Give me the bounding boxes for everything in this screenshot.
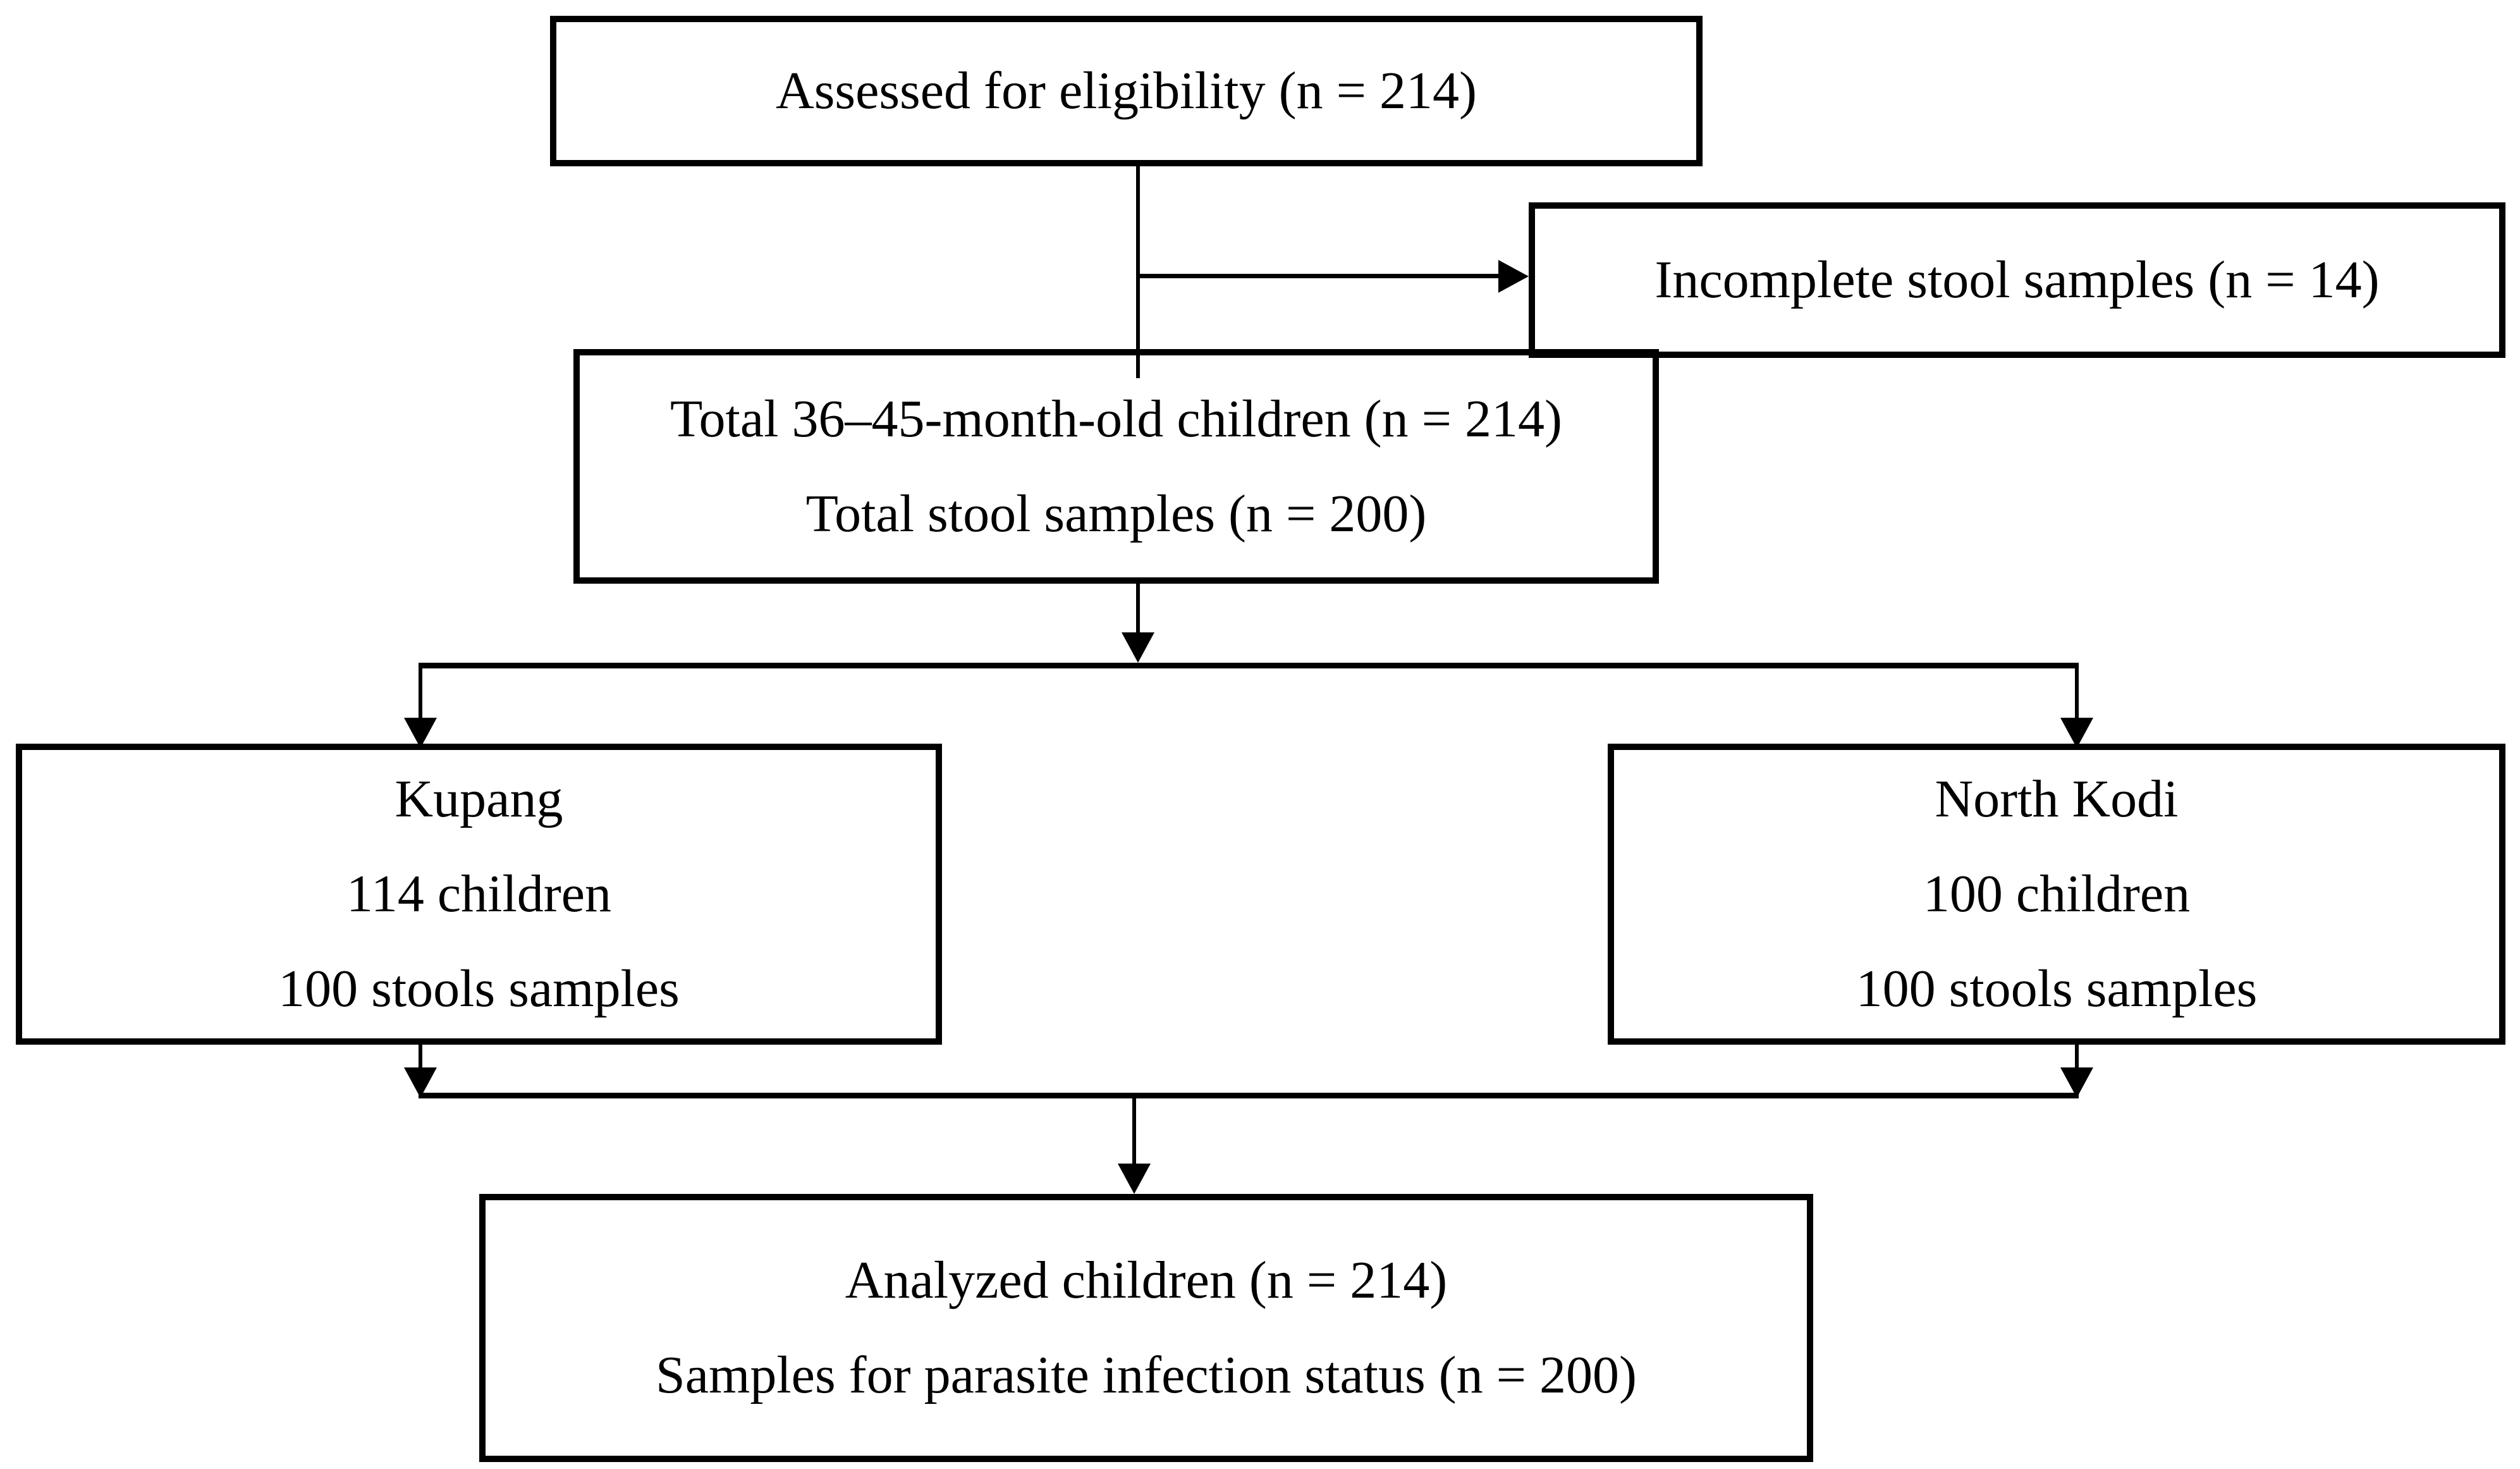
arrowhead-to-kupang [404, 718, 437, 748]
box-assessed-for-eligibility: Assessed for eligibility (n = 214) [550, 16, 1703, 166]
box-kupang-group: Kupang 114 children 100 stools samples [16, 744, 942, 1045]
box-incomplete-stool-samples: Incomplete stool samples (n = 14) [1529, 202, 2505, 358]
north-kodi-title: North Kodi [1935, 770, 2179, 828]
connector-northkodi-to-merge [2075, 1045, 2079, 1070]
kupang-stool-count: 100 stools samples [278, 959, 680, 1018]
analyzed-samples-text: Samples for parasite infection status (n… [656, 1346, 1637, 1404]
box-total-children-and-samples: Total 36–45-month-old children (n = 214)… [573, 349, 1659, 584]
connector-branch-to-northkodi [2075, 668, 2079, 719]
box-analyzed-children: Analyzed children (n = 214) Samples for … [479, 1194, 1813, 1462]
total-children-text: Total 36–45-month-old children (n = 214) [670, 389, 1562, 448]
north-kodi-children-count: 100 children [1923, 864, 2191, 923]
analyzed-children-text: Analyzed children (n = 214) [845, 1251, 1448, 1310]
arrowhead-to-analyzed [1118, 1164, 1151, 1194]
connector-merge-to-analyzed [1132, 1098, 1136, 1165]
arrowhead-total-to-branch [1122, 632, 1154, 663]
box-north-kodi-group: North Kodi 100 children 100 stools sampl… [1608, 744, 2505, 1045]
merge-line [419, 1093, 2079, 1098]
connector-assessed-to-total [1136, 166, 1140, 378]
branch-line [419, 663, 2079, 668]
incomplete-text: Incomplete stool samples (n = 14) [1655, 250, 2380, 309]
north-kodi-stool-count: 100 stools samples [1856, 959, 2258, 1018]
connector-kupang-to-merge [419, 1045, 422, 1070]
assessed-text: Assessed for eligibility (n = 214) [776, 61, 1477, 120]
connector-to-incomplete [1138, 274, 1498, 278]
kupang-title: Kupang [395, 770, 563, 828]
arrowhead-to-northkodi [2060, 718, 2093, 748]
total-samples-text: Total stool samples (n = 200) [805, 484, 1427, 543]
kupang-children-count: 114 children [346, 864, 612, 923]
arrowhead-to-incomplete [1498, 260, 1529, 293]
connector-total-to-branch [1136, 584, 1140, 634]
connector-branch-to-kupang [419, 668, 422, 719]
